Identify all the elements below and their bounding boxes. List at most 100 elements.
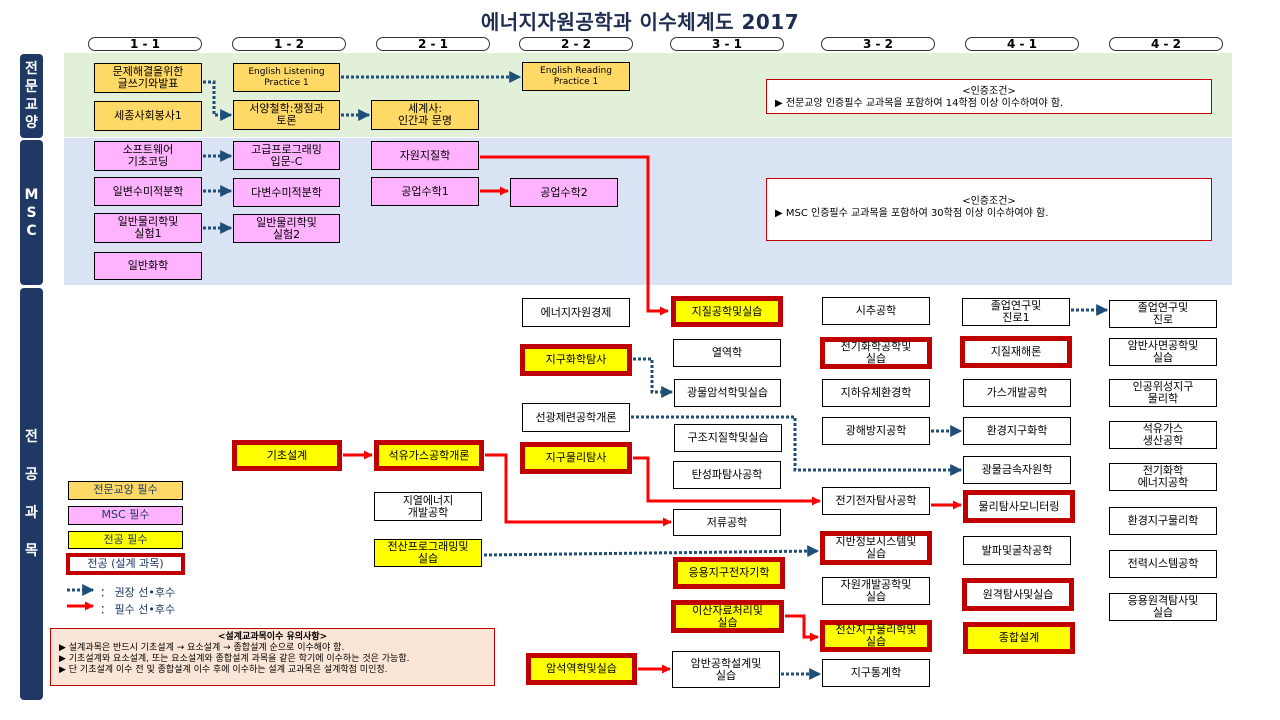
legend-msc-required: MSC 필수	[68, 506, 183, 525]
course-blasting[interactable]: 발파및굴착공학	[963, 536, 1071, 565]
course-engineering-math-2[interactable]: 공업수학2	[510, 178, 618, 207]
course-environmental-geophysics[interactable]: 환경지구물리학	[1109, 507, 1217, 535]
course-petroleum-intro[interactable]: 석유가스공학개론	[374, 440, 484, 471]
course-calculus-2[interactable]: 다변수미적분학	[233, 178, 340, 207]
semester-2-1: 2 - 1	[376, 37, 490, 51]
sidebar-char: 양	[25, 115, 38, 131]
course-remote-sensing[interactable]: 원격탐사및실습	[962, 578, 1074, 611]
course-programming-c[interactable]: 고급프로그래밍 입문-C	[233, 141, 340, 170]
course-english-listening[interactable]: English Listening Practice 1	[233, 63, 340, 92]
course-rock-slope[interactable]: 암반사면공학및 실습	[1109, 338, 1217, 366]
course-resource-geology[interactable]: 자원지질학	[371, 141, 479, 170]
course-thesis-1[interactable]: 졸업연구및 진로1	[962, 298, 1070, 326]
course-software-coding[interactable]: 소프트웨어 기초코딩	[94, 141, 202, 171]
legend-mandatory: ： 필수 선•후수	[100, 603, 176, 616]
semester-4-1: 4 - 1	[965, 37, 1079, 51]
legend-major-required: 전공 필수	[68, 531, 183, 549]
course-mineral-processing[interactable]: 선광제련공학개론	[522, 403, 630, 432]
course-engineering-geology[interactable]: 지질공학및실습	[671, 296, 783, 327]
course-physics-2[interactable]: 일반물리학및 실험2	[233, 214, 340, 243]
sidebar-char: C	[26, 222, 37, 239]
sidebar-char: S	[26, 204, 37, 221]
course-electrochem-energy[interactable]: 전기화학 에너지공학	[1109, 463, 1217, 491]
sidebar-char: 교	[25, 97, 38, 113]
course-engineering-math-1[interactable]: 공업수학1	[371, 177, 479, 206]
sidebar-char: M	[24, 186, 39, 203]
course-mine-prevention[interactable]: 광해방지공학	[822, 417, 930, 445]
legend-general-required: 전문교양 필수	[68, 481, 183, 500]
course-elastic-wave[interactable]: 탄성파탐사공학	[673, 461, 781, 489]
course-geophysical-monitoring[interactable]: 물리탐사모니터링	[963, 490, 1075, 523]
sidebar-char: 전	[25, 429, 38, 445]
course-volunteer[interactable]: 세종사회봉사1	[94, 101, 202, 131]
course-geochemical-exploration[interactable]: 지구화학탐사	[520, 344, 632, 376]
semester-2-2: 2 - 2	[519, 37, 633, 51]
design-notes-box: <설계교과목이수 유의사항> ▶ 설계과목은 반드시 기초설계 → 요소설계 →…	[50, 628, 495, 686]
course-geohazard[interactable]: 지질재해론	[960, 336, 1072, 368]
course-world-history[interactable]: 세계사: 인간과 문명	[371, 100, 479, 130]
mandatory-arrow	[785, 614, 819, 642]
design-note-item: ▶ 기초설계와 요소설계, 또는 요소설계와 종합설계 과목을 같은 학기에 이…	[59, 654, 410, 664]
sidebar-major: 전 공 과 목	[20, 288, 43, 700]
course-gis[interactable]: 지반정보시스템및 실습	[820, 531, 932, 565]
course-capstone-design[interactable]: 종합설계	[963, 622, 1075, 654]
sidebar-msc: M S C	[20, 140, 43, 285]
sidebar-char: 공	[25, 467, 38, 483]
course-calculus-1[interactable]: 일변수미적분학	[94, 177, 202, 206]
course-energy-economics[interactable]: 에너지자원경제	[522, 298, 630, 327]
course-applied-remote-sensing[interactable]: 응용원격탐사및 실습	[1109, 593, 1217, 621]
course-applied-em[interactable]: 응용지구전자기학	[673, 557, 785, 589]
course-philosophy[interactable]: 서양철학:쟁점과 토론	[233, 100, 340, 130]
course-physics-1[interactable]: 일반물리학및 실험1	[94, 213, 202, 243]
course-discrete-data[interactable]: 이산자료처리및 실습	[671, 600, 784, 633]
course-environmental-geochemistry[interactable]: 환경지구화학	[963, 417, 1071, 445]
course-drilling[interactable]: 시추공학	[822, 297, 930, 325]
course-geophysical-exploration[interactable]: 지구물리탐사	[520, 442, 632, 474]
course-chemistry[interactable]: 일반화학	[94, 252, 202, 280]
semester-4-2: 4 - 2	[1109, 37, 1223, 51]
course-geothermal[interactable]: 지열에너지 개발공학	[374, 492, 482, 521]
course-rock-mechanics[interactable]: 암석역학및실습	[526, 653, 637, 685]
sidebar-char: 과	[25, 505, 38, 521]
course-computer-programming[interactable]: 전산프로그래밍및 실습	[374, 539, 482, 567]
legend-recommended: ： 권장 선•후수	[100, 586, 176, 599]
course-petroleum-production[interactable]: 석유가스 생산공학	[1109, 421, 1217, 449]
sidebar-char: 문	[25, 79, 38, 95]
course-geostatistics[interactable]: 지구통계학	[822, 659, 930, 687]
sidebar-char: 목	[25, 543, 38, 559]
sidebar-general-education: 전 문 교 양	[20, 54, 43, 138]
general-certification-note: <인증조건> ▶ 전문교양 인증필수 교과목을 포함하여 14학점 이상 이수하…	[766, 79, 1212, 114]
course-computational-geophysics[interactable]: 전산지구물리학및 실습	[820, 620, 932, 652]
semester-1-2: 1 - 2	[232, 37, 346, 51]
course-writing[interactable]: 문제해결을위한 글쓰기와발표	[94, 63, 202, 93]
legend-major-design: 전공 (설계 과목)	[66, 553, 185, 575]
course-structural-geology[interactable]: 구조지질학및실습	[674, 424, 782, 452]
course-gas-development[interactable]: 가스개발공학	[963, 379, 1071, 407]
course-resource-development[interactable]: 자원개발공학및 실습	[822, 577, 930, 605]
course-basic-design[interactable]: 기초설계	[232, 440, 342, 471]
note-heading: <인증조건>	[962, 86, 1016, 97]
course-thesis[interactable]: 졸업연구및 진로	[1109, 300, 1217, 328]
course-electrochem-lab[interactable]: 전기화학공학및 실습	[820, 337, 932, 369]
page-title: 에너지자원공학과 이수체계도 2017	[480, 10, 800, 34]
msc-certification-note: <인증조건> ▶ MSC 인증필수 교과목을 포함하여 30학점 이상 이수하여…	[766, 178, 1212, 241]
semester-1-1: 1 - 1	[88, 37, 202, 51]
course-reservoir[interactable]: 저류공학	[673, 509, 781, 536]
course-metal-resources[interactable]: 광물금속자원학	[963, 456, 1071, 484]
note-text: ▶ 전문교양 인증필수 교과목을 포함하여 14학점 이상 이수하여야 함.	[775, 98, 1064, 109]
course-rock-design[interactable]: 암반공학설계및 실습	[672, 651, 780, 688]
design-notes-heading: <설계교과목이수 유의사항>	[217, 632, 328, 642]
recommended-arrow	[483, 545, 820, 558]
recommended-arrow	[633, 357, 674, 398]
sidebar-char: 전	[25, 61, 38, 77]
course-electrical-exploration[interactable]: 전기전자탐사공학	[822, 487, 930, 515]
course-thermodynamics[interactable]: 열역학	[673, 339, 781, 367]
course-satellite-geophysics[interactable]: 인공위성지구 물리학	[1109, 379, 1217, 407]
design-note-item: ▶ 단 기초설계 이수 전 및 종합설계 이수 후에 이수하는 설계 교과목은 …	[59, 665, 388, 675]
course-groundwater[interactable]: 지하유체환경학	[822, 379, 930, 407]
course-english-reading[interactable]: English Reading Practice 1	[522, 62, 630, 91]
note-text: ▶ MSC 인증필수 교과목을 포함하여 30학점 이상 이수하여야 함.	[775, 208, 1049, 219]
course-mineralogy[interactable]: 광물암석학및실습	[674, 379, 781, 407]
course-power-systems[interactable]: 전력시스템공학	[1109, 550, 1217, 578]
semester-3-2: 3 - 2	[821, 37, 935, 51]
